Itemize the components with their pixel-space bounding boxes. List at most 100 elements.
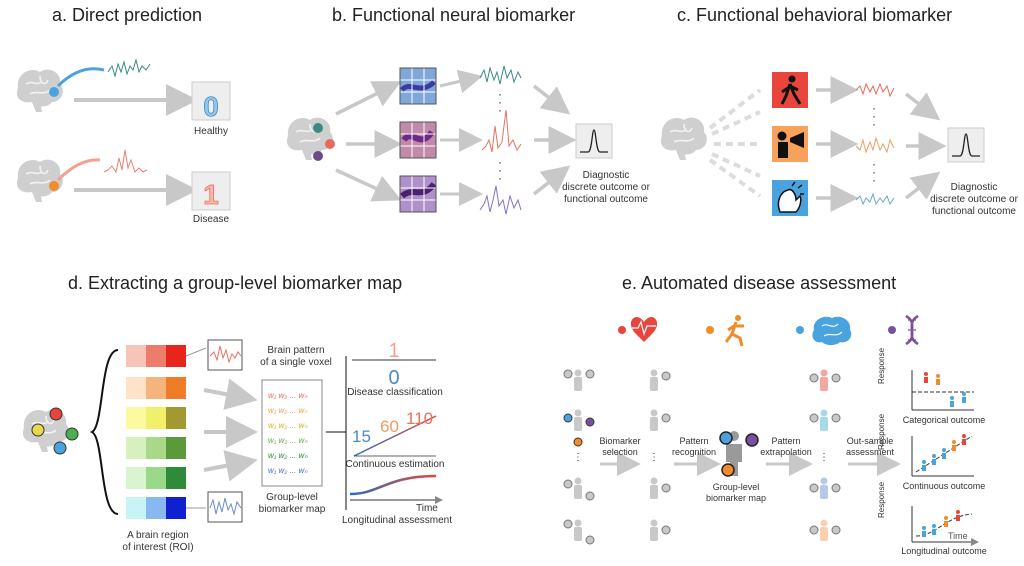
outcome-box [947, 127, 985, 163]
svg-text:w₁ w₂ ... wₙ: w₁ w₂ ... wₙ [268, 436, 308, 445]
healthy-value: 0 [388, 367, 399, 389]
response-axis-label: Response [877, 347, 886, 384]
svg-text:·: · [872, 165, 876, 179]
disease-label: Disease [192, 214, 230, 225]
svg-text:w₁ w₂ ... wₙ: w₁ w₂ ... wₙ [268, 451, 308, 460]
svg-text:·: · [498, 103, 502, 117]
svg-text:⋮: ⋮ [573, 452, 583, 463]
healthy-value: 0 [203, 91, 219, 122]
signal-trace [481, 109, 522, 153]
svg-text:⋮: ⋮ [819, 452, 829, 463]
panel-e: ⋮ ⋮ ⋮ [563, 314, 979, 546]
response-axis-label: Response [877, 481, 886, 518]
svg-text:·: · [498, 171, 502, 185]
longitudinal-curve [349, 474, 437, 496]
svg-text:·: · [498, 87, 502, 101]
panel-c: · · · · · · [660, 72, 985, 216]
categorical-chart [911, 370, 974, 411]
subject-column: ⋮ [563, 369, 595, 545]
svg-text:·: · [872, 101, 876, 115]
brain-icon [16, 158, 64, 203]
estimate-value: 110 [406, 409, 433, 428]
clapping-hands-icon [772, 180, 808, 216]
signal-trace [479, 185, 522, 215]
continuous-outcome-label: Continuous outcome [902, 481, 986, 491]
healthy-box [191, 81, 231, 121]
brain-icon [286, 116, 334, 161]
disease-box [191, 171, 231, 211]
brain-icon [812, 316, 852, 345]
subject-column: ⋮ [809, 369, 841, 541]
heart-icon [630, 317, 658, 342]
roi-dot [49, 87, 59, 97]
svg-text:·: · [498, 155, 502, 169]
disease-value: 1 [203, 179, 219, 210]
longitudinal-assessment-label: Longitudinal assessment [341, 515, 453, 526]
svg-text:w₁ w₂ ... wₙ: w₁ w₂ ... wₙ [268, 466, 308, 475]
continuous-estimation-label: Continuous estimation [345, 459, 445, 470]
signal-trace [479, 65, 522, 85]
healthy-label: Healthy [194, 126, 228, 137]
panel-b-title: b. Functional neural biomarker [332, 5, 576, 25]
signal-trace [103, 149, 148, 174]
svg-text:·: · [872, 117, 876, 131]
roi-dot [49, 181, 59, 191]
group-biomarker-map [261, 379, 323, 487]
panel-e-title: e. Automated disease assessment [622, 273, 897, 293]
signal-arrow [56, 158, 101, 182]
panel-c-title: c. Functional behavioral biomarker [677, 5, 953, 25]
speaking-person-icon [772, 126, 808, 162]
panel-b: · · · · · · [286, 65, 613, 215]
time-label: Time [948, 531, 968, 541]
neural-image-1 [399, 67, 437, 105]
subject-column: ⋮ [649, 369, 671, 541]
svg-text:·: · [872, 157, 876, 171]
svg-text:w₁ w₂ ... wₙ: w₁ w₂ ... wₙ [268, 421, 308, 430]
svg-text:w₁ w₂ ... wₙ: w₁ w₂ ... wₙ [268, 406, 308, 415]
neural-image-2 [399, 121, 437, 159]
panel-a-title: a. Direct prediction [52, 5, 203, 25]
disease-value: 1 [388, 340, 399, 362]
svg-text:w₁ w₂ ... wₙ: w₁ w₂ ... wₙ [268, 391, 308, 400]
signal-trace [107, 58, 151, 78]
outcome-box [575, 123, 613, 159]
disease-classification-label: Disease classification [347, 387, 443, 398]
continuous-chart [911, 434, 974, 477]
categorical-outcome-label: Categorical outcome [902, 415, 986, 425]
panel-d: w₁ w₂ ... wₙ w₁ w₂ ... wₙ w₁ w₂ ... wₙ w… [22, 339, 443, 523]
svg-text:·: · [498, 163, 502, 177]
signal-arrow [56, 67, 105, 88]
longitudinal-chart [911, 506, 979, 546]
estimation-line [353, 415, 437, 457]
svg-text:·: · [872, 173, 876, 187]
roi-matrix [126, 345, 186, 519]
estimate-value: 15 [352, 427, 371, 446]
svg-text:·: · [498, 95, 502, 109]
longitudinal-outcome-label: Longitudinal outcome [901, 546, 987, 556]
panel-d-title: d. Extracting a group-level biomarker ma… [68, 273, 403, 293]
svg-text:·: · [872, 109, 876, 123]
neural-image-3 [399, 175, 437, 213]
svg-text:⋮: ⋮ [649, 452, 659, 463]
brace [89, 349, 119, 515]
response-axis-label: Response [877, 413, 886, 450]
brain-icon [660, 116, 708, 161]
dna-icon [905, 314, 919, 346]
panel-a [16, 58, 231, 211]
walking-person-icon [772, 72, 808, 108]
time-label: Time [416, 503, 438, 514]
running-icon [724, 315, 744, 347]
person-icon [719, 431, 759, 477]
